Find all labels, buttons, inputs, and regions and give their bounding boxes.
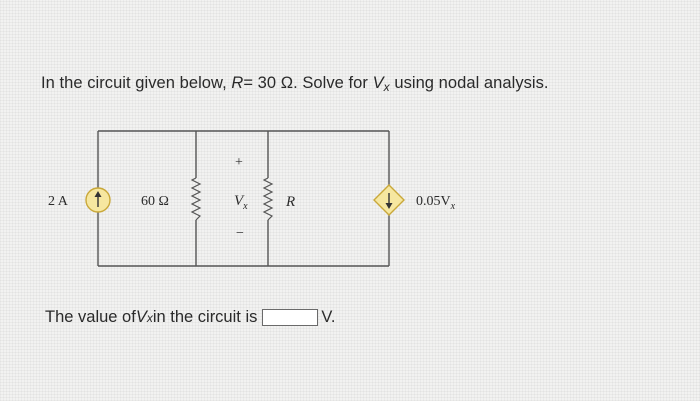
answer-prefix: The value of [45,308,136,326]
question-v-var: V [372,74,384,92]
vx-label: Vx [234,193,248,212]
vx-label-var: V [234,193,245,209]
arrow-up-icon [94,191,102,207]
resistor-60-label: 60 Ω [141,194,169,209]
vx-label-sub: x [242,201,248,212]
question-text: In the circuit given below, R= 30 Ω. Sol… [41,74,549,94]
dependent-source-label: 0.05Vx [416,194,456,212]
vx-plus-sign: + [235,155,243,170]
resistor-r-label: R [285,194,295,210]
vx-minus-sign: − [236,226,244,241]
circuit-wires [97,130,390,267]
question-v-sub: x [383,80,390,94]
resistor-r-icon [262,177,274,221]
question-r-eq: = 30 Ω [243,74,294,92]
current-source [85,187,111,213]
question-prefix: In the circuit given below, [41,74,232,92]
dependent-source [373,184,405,216]
answer-mid: in the circuit is [152,308,258,326]
current-source-label: 2 A [48,194,69,209]
arrow-down-icon [385,193,393,209]
dependent-source-label-main: 0.05V [416,194,451,209]
dependent-source-label-sub: x [450,201,456,212]
question-r-var: R [231,74,244,92]
answer-unit: V. [321,308,336,326]
question-suffix: using nodal analysis. [389,74,549,92]
question-mid: . Solve for [293,74,373,92]
resistor-60-icon [190,177,202,221]
answer-v-sub: x [146,310,153,325]
answer-v-var: V [135,308,147,326]
answer-input[interactable] [262,309,319,326]
